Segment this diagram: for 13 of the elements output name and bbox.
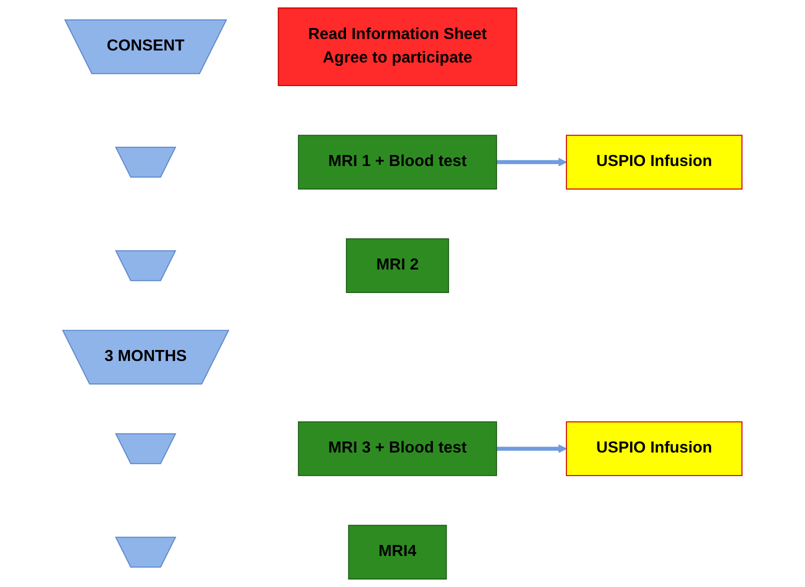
node-chevron (115, 146, 176, 178)
node-chevron (115, 250, 176, 282)
node-chevron (115, 536, 176, 568)
node-box: MRI 2 (346, 238, 450, 293)
node-box: MRI4 (348, 524, 447, 580)
node-box: MRI 1 + Blood test (298, 134, 498, 190)
node-box: USPIO Infusion (566, 421, 743, 476)
arrow (496, 158, 567, 167)
node-chevron (115, 433, 176, 464)
node-box: MRI 3 + Blood test (298, 421, 498, 476)
node-box: Read Information Sheet Agree to participate (278, 7, 518, 86)
arrow (496, 444, 567, 454)
node-box: USPIO Infusion (566, 134, 743, 190)
